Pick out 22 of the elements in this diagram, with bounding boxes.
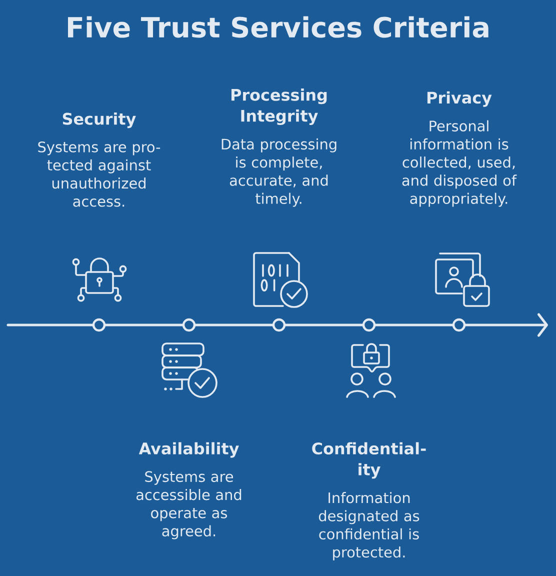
timeline-dot [452,318,466,332]
heading: Security [62,112,136,128]
timeline-dot [362,318,376,332]
description: Information designated as confidential is protected. [318,492,420,560]
timeline-line [284,324,364,326]
title: Five Trust Services Criteria [68,16,488,38]
description: Personal information is collected, used, and disposed of appropriately. [402,120,517,207]
arrow [464,313,548,337]
timeline-dot [92,318,106,332]
timeline-line [6,324,94,326]
timeline-dot [272,318,286,332]
timeline-dot [182,318,196,332]
description: Systems are accessible and operate as agreed. [136,471,242,540]
timeline-line [374,324,454,326]
heading: Processing Integrity [232,88,327,126]
description: Systems are pro- tected against unauthorized access. [38,141,160,207]
heading: Availability [138,442,239,458]
timeline-line [194,324,274,326]
heading: Confidential- ity [312,442,426,479]
description: Data processing is complete, accurate, and timely. [222,138,336,207]
heading: Privacy [427,91,492,107]
timeline-line [104,324,184,326]
